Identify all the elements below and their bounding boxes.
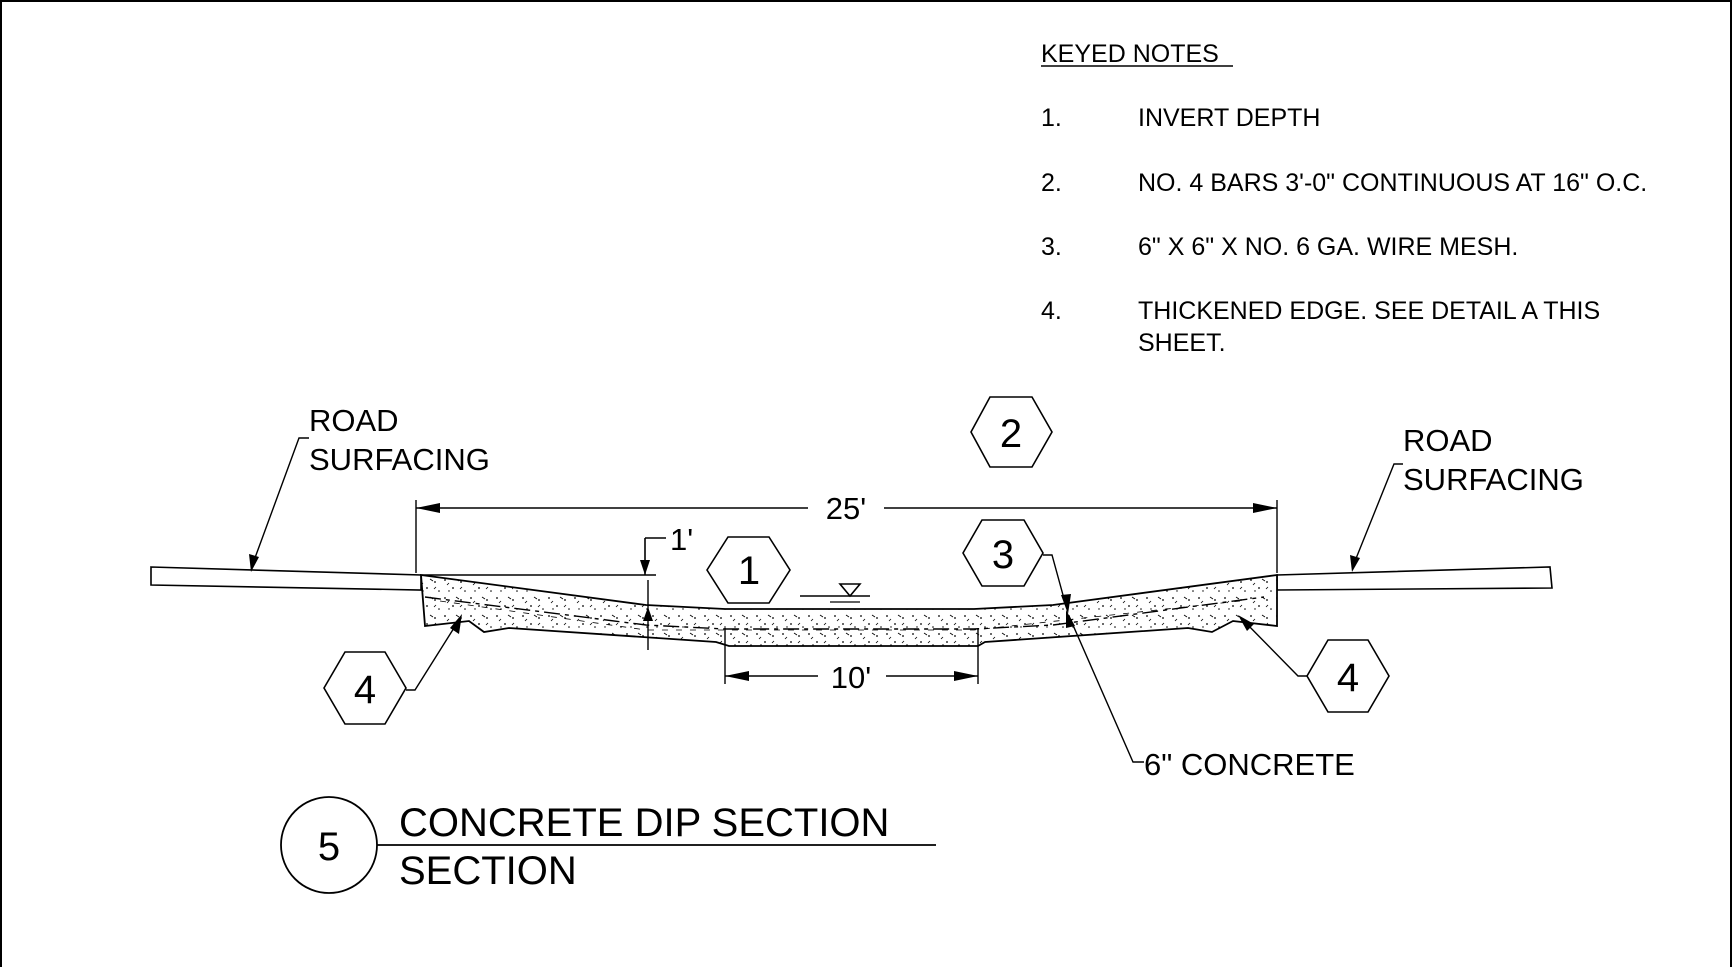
road-surfacing-label-left: ROAD SURFACING — [249, 403, 490, 572]
keyed-note-2-text: NO. 4 BARS 3'-0" CONTINUOUS AT 16" O.C. — [1138, 169, 1647, 197]
keyed-note-1-number: 1. — [1041, 104, 1062, 132]
dimension-overall-text: 25' — [826, 491, 866, 526]
concrete-dip-slab — [420, 573, 1278, 647]
concrete-label: 6" CONCRETE — [1066, 610, 1355, 782]
keyed-note-2-number: 2. — [1041, 169, 1062, 197]
keyed-note-4-text-line1: THICKENED EDGE. SEE DETAIL A THIS — [1138, 297, 1600, 325]
tag-4-right: 4 — [1238, 615, 1390, 713]
wire-mesh-line — [424, 596, 1265, 630]
tag-4-right-text: 4 — [1337, 656, 1359, 700]
dimension-invert-text: 1' — [670, 522, 693, 557]
tag-4-left: 4 — [323, 614, 462, 725]
keyed-notes: KEYED NOTES 1. INVERT DEPTH 2. NO. 4 BAR… — [1041, 40, 1647, 357]
dimension-overall: 25' — [415, 491, 1278, 573]
dimension-bottom: 10' — [724, 628, 979, 695]
keyed-note-4-text-line2: SHEET. — [1138, 329, 1226, 357]
road-label-left-line2: SURFACING — [309, 442, 490, 477]
road-label-right-line2: SURFACING — [1403, 462, 1584, 497]
detail-title-line1: CONCRETE DIP SECTION — [399, 801, 889, 845]
tag-3-text: 3 — [992, 533, 1014, 577]
road-surface-right — [1276, 566, 1553, 591]
tag-1: 1 — [706, 536, 791, 604]
dimension-invert: 1' — [422, 522, 693, 650]
road-surfacing-label-right: ROAD SURFACING — [1350, 423, 1584, 572]
road-surface-left — [150, 566, 422, 591]
keyed-note-3-number: 3. — [1041, 233, 1062, 261]
water-surface-symbol — [800, 583, 870, 603]
tag-4-left-text: 4 — [354, 668, 376, 712]
detail-number: 5 — [318, 825, 340, 869]
tag-1-text: 1 — [738, 549, 760, 593]
keyed-notes-heading: KEYED NOTES — [1041, 40, 1219, 68]
road-label-right-line1: ROAD — [1403, 423, 1493, 458]
tag-3: 3 — [962, 519, 1071, 614]
detail-title-line2: SECTION — [399, 849, 577, 893]
keyed-note-3-text: 6" X 6" X NO. 6 GA. WIRE MESH. — [1138, 233, 1518, 261]
concrete-label-text: 6" CONCRETE — [1144, 747, 1355, 782]
dimension-bottom-text: 10' — [831, 660, 871, 695]
keyed-note-1-text: INVERT DEPTH — [1138, 104, 1320, 132]
tag-2-text: 2 — [1000, 412, 1022, 456]
keyed-note-4-number: 4. — [1041, 297, 1062, 325]
road-label-left-line1: ROAD — [309, 403, 399, 438]
tag-2: 2 — [970, 396, 1053, 468]
detail-title-block: 5 CONCRETE DIP SECTION SECTION — [280, 796, 936, 894]
